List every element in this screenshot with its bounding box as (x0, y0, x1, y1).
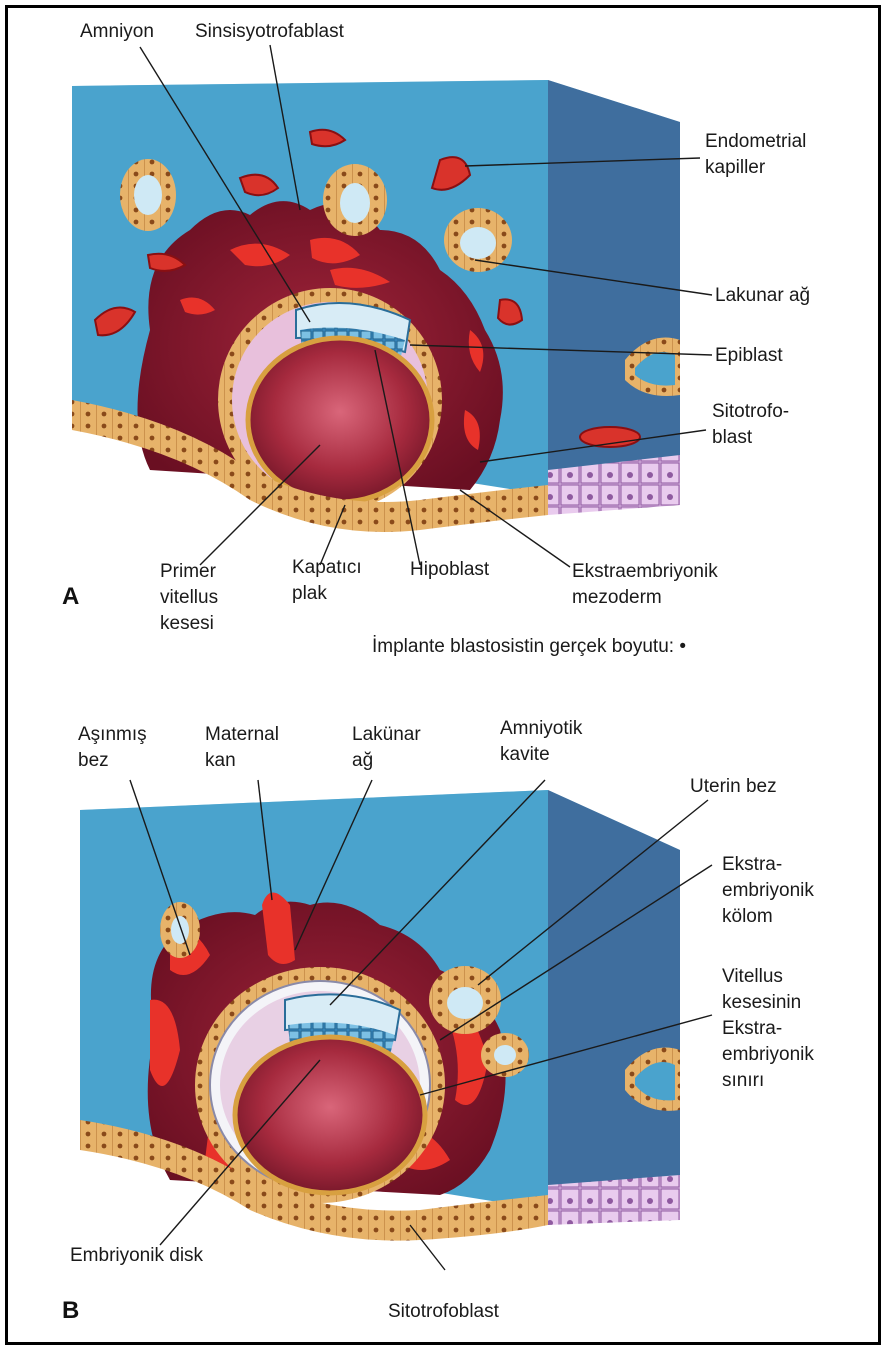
label-maternal-2: kan (205, 749, 236, 773)
label-amniyotik-1: Amniyotik (500, 717, 582, 741)
label-primer-2: vitellus (160, 586, 218, 610)
label-amniyon: Amniyon (80, 20, 154, 44)
panel-a-illustration (72, 80, 680, 532)
label-ekstra-kolom-1: Ekstra- (722, 853, 782, 877)
label-lakunar-ag: Lakunar ağ (715, 284, 810, 308)
label-vitellus-3: Ekstra- (722, 1017, 782, 1041)
size-note: İmplante blastosistin gerçek boyutu: • (372, 635, 686, 659)
label-endometrial-1: Endometrial (705, 130, 806, 154)
label-ekstra-kolom-2: embriyonik (722, 879, 814, 903)
panel-b-illustration (80, 790, 680, 1241)
label-primer-1: Primer (160, 560, 216, 584)
label-amniyotik-2: kavite (500, 743, 550, 767)
label-sitotrofo-2: blast (712, 426, 752, 450)
label-uterin-bez: Uterin bez (690, 775, 777, 799)
label-sitotrofoblast: Sitotrofoblast (388, 1300, 499, 1324)
panel-b-letter: B (62, 1297, 79, 1325)
label-asinmis-1: Aşınmış (78, 723, 147, 747)
label-embriyonik-disk: Embriyonik disk (70, 1244, 203, 1268)
label-endometrial-2: kapiller (705, 156, 765, 180)
label-kapatici-2: plak (292, 582, 327, 606)
label-ekstra-kolom-3: kölom (722, 905, 773, 929)
label-kapatici-1: Kapatıcı (292, 556, 362, 580)
label-hipoblast: Hipoblast (410, 558, 489, 582)
label-vitellus-4: embriyonik (722, 1043, 814, 1067)
label-sitotrofo-1: Sitotrofo- (712, 400, 789, 424)
label-vitellus-2: kesesinin (722, 991, 801, 1015)
label-maternal-1: Maternal (205, 723, 279, 747)
label-lakunar-b-1: Lakünar (352, 723, 421, 747)
label-mezoderm: mezoderm (572, 586, 662, 610)
label-epiblast: Epiblast (715, 344, 783, 368)
label-ekstraembriyonik: Ekstraembriyonik (572, 560, 718, 584)
label-sinsisyotrofablast: Sinsisyotrofablast (195, 20, 344, 44)
label-asinmis-2: bez (78, 749, 109, 773)
label-vitellus-5: sınırı (722, 1069, 764, 1093)
label-vitellus-1: Vitellus (722, 965, 783, 989)
label-lakunar-b-2: ağ (352, 749, 373, 773)
label-primer-3: kesesi (160, 612, 214, 636)
panel-a-letter: A (62, 583, 79, 611)
